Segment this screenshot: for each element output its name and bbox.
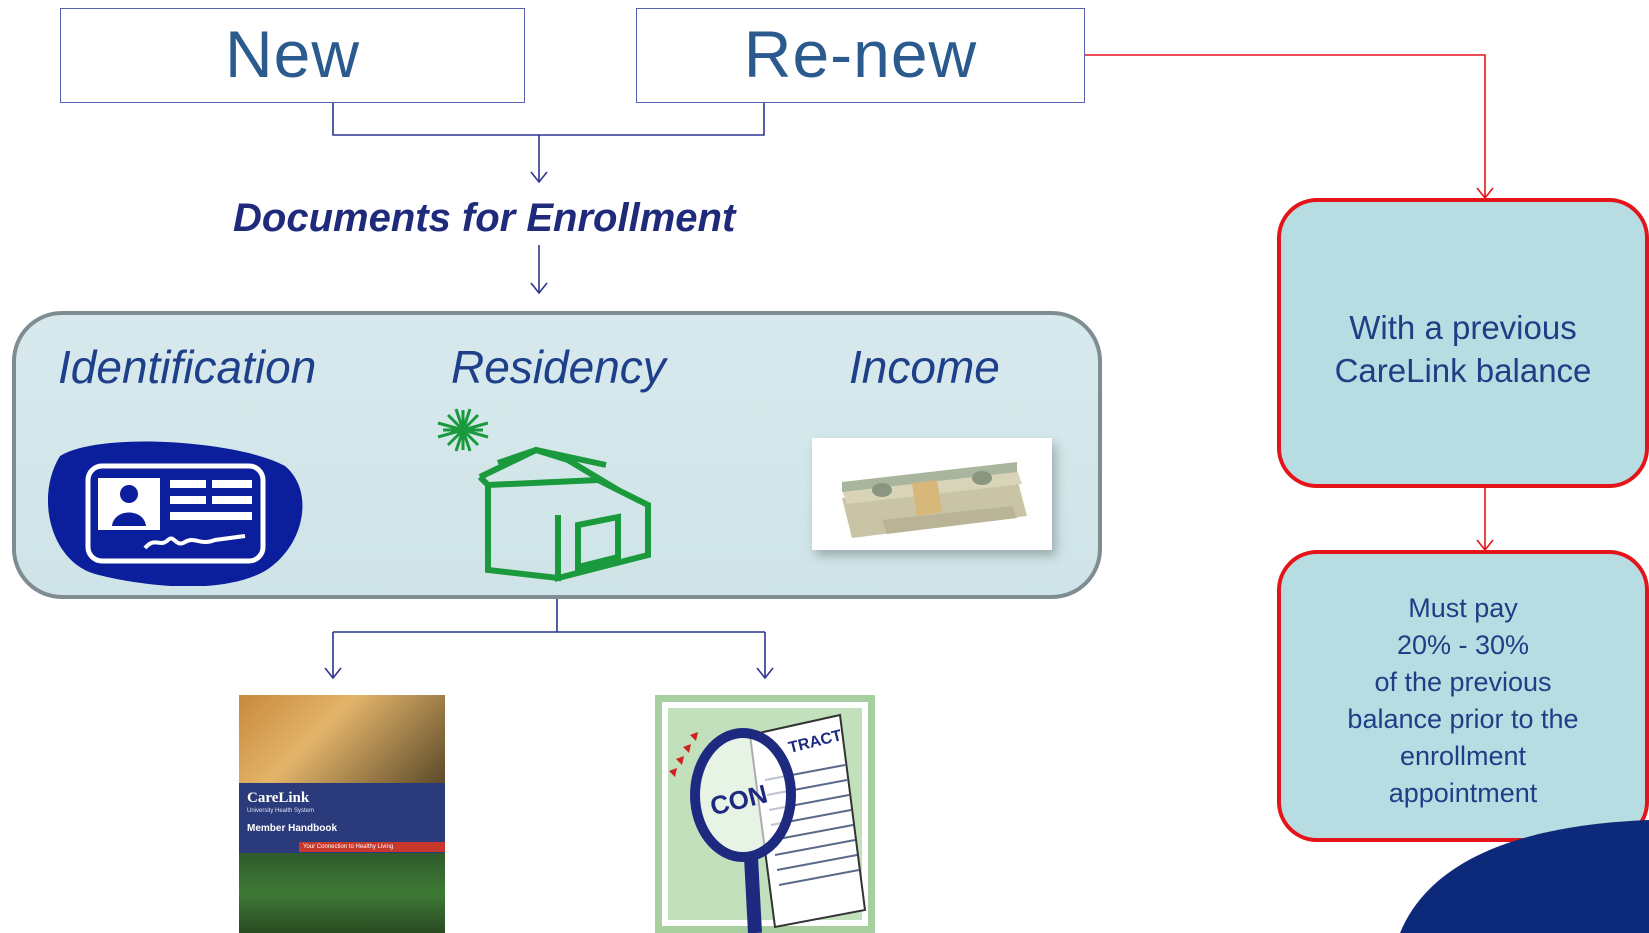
identification-label: Identification (58, 341, 317, 393)
handbook-org: University Health System (247, 808, 315, 814)
panel-split-connector (332, 599, 766, 678)
id-card-icon (47, 441, 303, 586)
residency-label: Residency (451, 341, 666, 393)
payment-requirement-box: Must pay 20% - 30% of the previous balan… (1277, 550, 1649, 842)
handbook-title: Member Handbook (247, 823, 338, 834)
new-label: New (224, 17, 361, 91)
renew-label: Re-new (743, 17, 978, 91)
previous-balance-text: With a previous CareLink balance (1334, 309, 1592, 389)
handbook-brand: CareLink (247, 790, 310, 806)
renew-connector (1085, 54, 1486, 198)
corner-decoration (1400, 820, 1649, 933)
new-down-connector (332, 100, 765, 136)
contract-magnifier-icon: TRACT CON (655, 695, 875, 933)
documents-heading: Documents for Enrollment (233, 196, 736, 240)
handbook-photo-top (239, 695, 445, 783)
income-label: Income (849, 341, 1000, 393)
handbook-tagline: Your Connection to Healthy Living (299, 842, 445, 852)
money-stack-icon (812, 438, 1052, 550)
house-icon (437, 408, 651, 582)
renew-option-box: Re-new (636, 8, 1085, 103)
payment-requirement-text: Must pay 20% - 30% of the previous balan… (1347, 593, 1579, 808)
previous-balance-box: With a previous CareLink balance (1277, 198, 1649, 488)
new-option-box: New (60, 8, 525, 103)
member-handbook-image: CareLink University Health System Member… (239, 695, 445, 933)
handbook-photo-bottom (239, 853, 445, 933)
